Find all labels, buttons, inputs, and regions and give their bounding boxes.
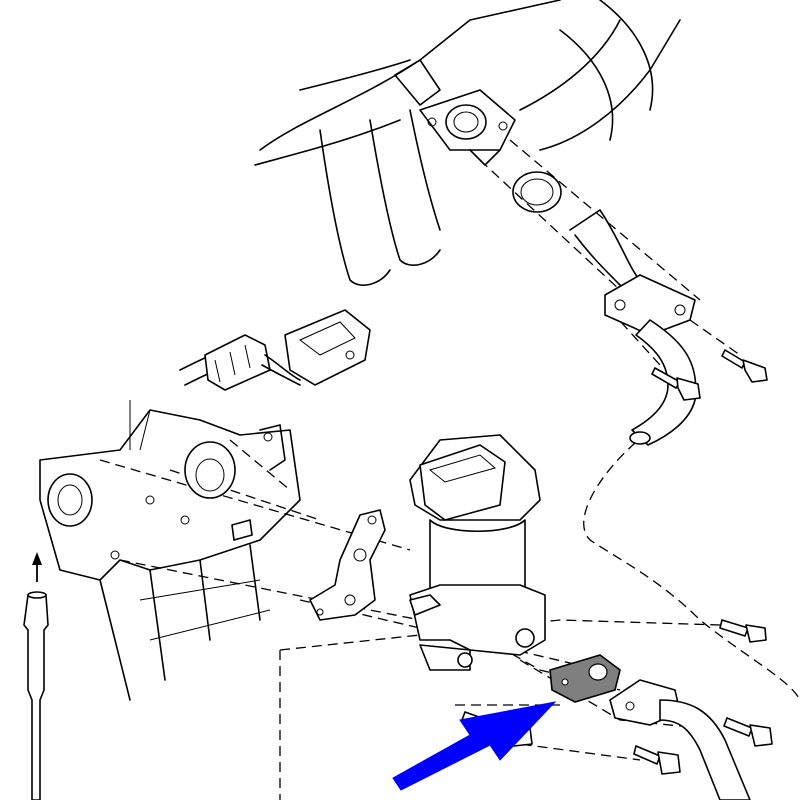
electrical-connector [179,309,371,391]
egr-pipe-lower [609,679,751,800]
egr-lower-gasket-highlighted [549,654,621,703]
engine-block [39,400,301,701]
arrow-icon [392,701,557,791]
intake-manifold [254,0,681,286]
egr-adapter-gasket [309,509,386,621]
egr-valve [409,434,546,671]
bolt-lower-1 [719,619,767,643]
socket-extension-tool [23,591,49,800]
bolt-upper-2 [651,367,701,401]
egr-pipe-upper [569,209,697,446]
bolt-upper-1 [721,349,768,383]
bolt-lower-3 [633,745,681,775]
bolt-lower-2 [723,717,773,747]
upper-seal-ring [512,171,562,213]
up-arrow-icon [32,552,42,582]
